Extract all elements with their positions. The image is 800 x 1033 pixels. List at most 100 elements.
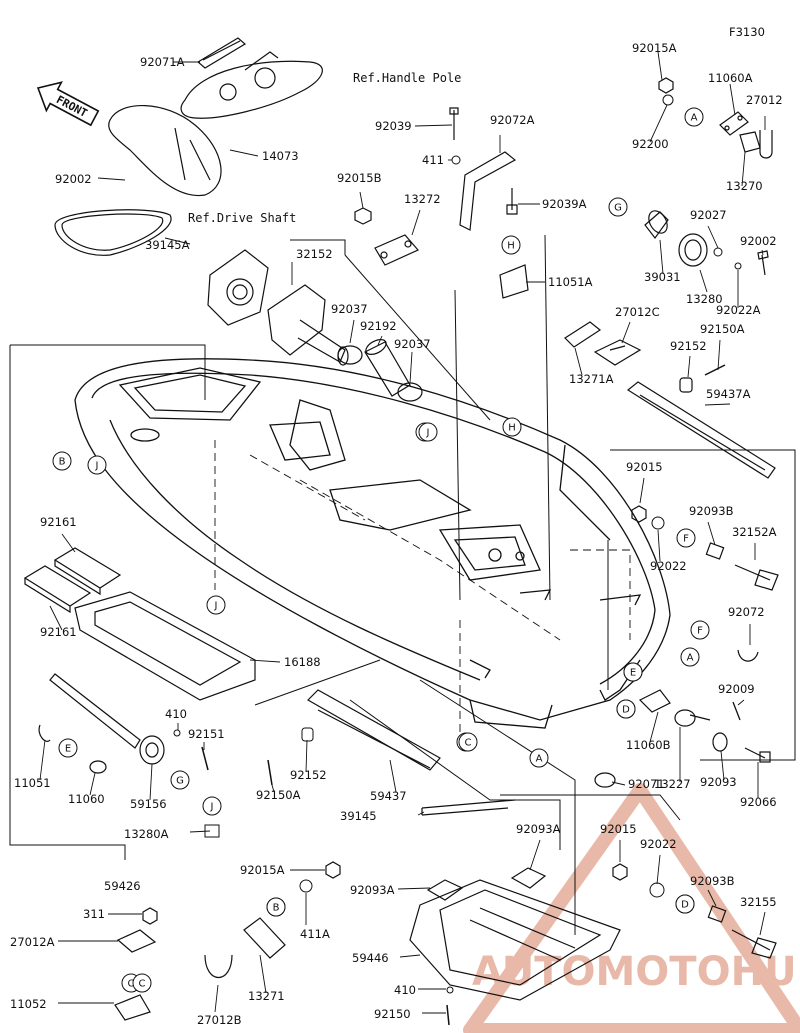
svg-text:C: C	[139, 979, 146, 990]
leader-line	[657, 51, 663, 81]
bellows-boot	[108, 104, 222, 197]
washer-92022A	[734, 262, 742, 270]
nut-311	[142, 907, 158, 925]
leader-line	[189, 830, 211, 833]
leader-line	[377, 335, 383, 346]
part-label: 16188	[284, 655, 321, 669]
leader-line	[611, 781, 626, 786]
svg-text:F: F	[697, 626, 703, 637]
callout-j: J	[418, 422, 438, 442]
part-label: 92071A	[140, 55, 185, 69]
callout-d: D	[616, 699, 636, 719]
bolt-92002	[757, 250, 769, 276]
svg-text:D: D	[681, 900, 689, 911]
washer-92022-right	[651, 516, 665, 530]
part-label: 27012B	[197, 1013, 242, 1027]
plate-13271	[243, 917, 286, 959]
part-label: 92002	[740, 234, 777, 248]
part-label: 14073	[262, 149, 299, 163]
watermark-text: AUTOMOTOHUB	[472, 949, 800, 995]
leader-line	[417, 811, 425, 816]
part-label: 92150A	[700, 322, 745, 336]
leader-line	[741, 151, 746, 187]
pad-92093A-right	[510, 867, 547, 889]
tray-16188	[74, 591, 256, 701]
plate-13272	[374, 234, 419, 266]
callout-j: J	[87, 455, 107, 475]
leader-line	[389, 759, 397, 793]
part-label: 39145A	[145, 238, 190, 252]
leader-line	[699, 269, 708, 293]
leader-line	[214, 984, 219, 1013]
part-label: 11060B	[626, 738, 671, 752]
leader-line	[656, 854, 661, 885]
bolt-92039	[449, 107, 459, 140]
u-bolt-27012B	[204, 954, 233, 979]
callout-e: E	[58, 738, 78, 758]
plate-11060A	[719, 111, 749, 136]
part-label: 92093	[700, 775, 737, 789]
part-label: 92150A	[256, 788, 301, 802]
leader-line	[414, 124, 453, 127]
leader-line	[529, 839, 541, 871]
part-label: 92072	[728, 605, 765, 619]
hose-tube	[364, 339, 411, 397]
part-label: 92015	[600, 822, 637, 836]
part-label: 92037	[394, 337, 431, 351]
leader-line	[399, 954, 421, 958]
part-label: 92015A	[240, 863, 285, 877]
part-label: 13270	[726, 179, 763, 193]
part-label: 92037	[331, 302, 368, 316]
drive-shaft-housing	[207, 249, 269, 326]
svg-text:D: D	[622, 705, 630, 716]
part-label: 92009	[718, 682, 755, 696]
part-label: 11051	[14, 776, 51, 790]
part-label: 92071	[628, 777, 665, 791]
fitting-32155	[731, 929, 777, 959]
cover-39031	[644, 210, 669, 240]
clip-92072	[737, 649, 759, 662]
callout-d: D	[675, 894, 695, 914]
nut-92015B	[354, 207, 372, 225]
rod-39145	[421, 799, 516, 816]
part-label: 27012C	[615, 305, 660, 319]
leader-line	[649, 711, 659, 743]
leader-line	[737, 699, 745, 706]
part-label: 311	[83, 907, 105, 921]
leader-line	[759, 911, 766, 936]
part-label: 92039A	[542, 197, 587, 211]
leader-line	[61, 533, 76, 553]
part-label: 27012	[746, 93, 783, 107]
leader-line	[411, 209, 421, 236]
bolt-92150A-top	[704, 364, 726, 376]
svg-text:J: J	[210, 802, 214, 813]
u-bolt-27012	[759, 130, 773, 159]
nut-92015A	[658, 77, 674, 94]
part-label: 410	[165, 707, 187, 721]
svg-text:B: B	[59, 457, 66, 468]
part-label: 59437	[370, 789, 407, 803]
washer-410-lower	[446, 986, 454, 994]
part-label: 13227	[654, 777, 691, 791]
part-label: 92027	[690, 208, 727, 222]
part-label: 411	[422, 153, 444, 167]
leader-line	[729, 83, 736, 116]
callout-e: E	[623, 662, 643, 682]
leader-line	[707, 225, 719, 249]
bracket-27012C	[593, 339, 642, 366]
callout-b: B	[52, 451, 72, 471]
clip-27012A	[116, 929, 157, 953]
part-label: 411A	[300, 927, 330, 941]
callout-f: F	[690, 620, 710, 640]
part-label: 92093B	[690, 874, 735, 888]
leader-line	[359, 191, 364, 209]
svg-text:H: H	[508, 423, 516, 434]
washer-92093	[712, 732, 728, 752]
plate-13270	[739, 131, 761, 153]
part-label: 11060A	[708, 71, 753, 85]
svg-text:G: G	[176, 776, 184, 787]
part-label: 59446	[352, 951, 389, 965]
svg-text:E: E	[65, 744, 71, 755]
part-label: 92093A	[350, 883, 395, 897]
callout-markers: ABCDEFGHJJJJABCDEFGHJACDEBCD	[52, 107, 710, 993]
